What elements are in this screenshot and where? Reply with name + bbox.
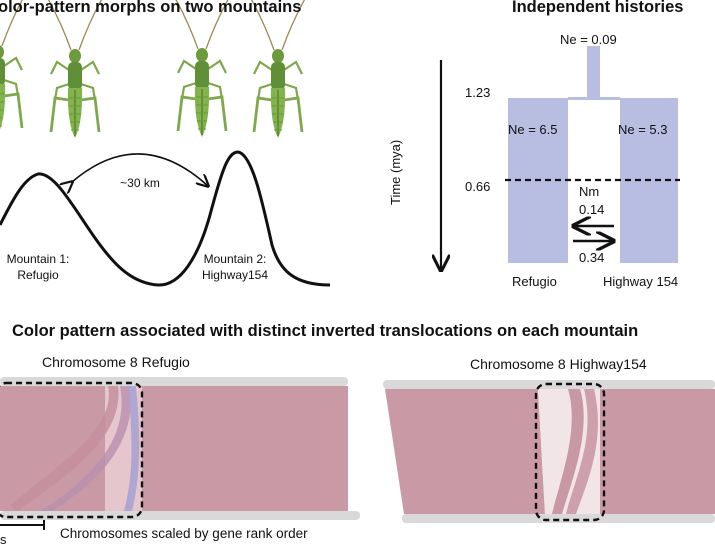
chromosome-top-left: [0, 377, 348, 386]
ne-refugio-label: Ne = 6.5: [508, 122, 558, 137]
inverted-translocation-right-2: [566, 389, 598, 514]
grasshopper-illustration-1: [0, 0, 28, 136]
population-label-refugio: Refugio: [512, 274, 557, 289]
chromosome-label-refugio: Chromosome 8 Refugio: [42, 354, 190, 370]
inverted-translocation-ribbon-2: [40, 386, 132, 511]
chromosome-label-highway154: Chromosome 8 Highway154: [470, 356, 647, 372]
mountain2-label-line2: Highway154: [201, 268, 269, 282]
population-label-highway154: Highway 154: [603, 274, 679, 289]
scale-bar-label-fragment: s: [0, 532, 7, 547]
ne-ancestral-label: Ne = 0.09: [560, 32, 617, 47]
synteny-ribbon-left-main: [142, 386, 348, 511]
time-axis-label: Time (mya): [388, 139, 403, 205]
synteny-ribbon-right-a: [385, 389, 545, 514]
inverted-translocation-right-1: [552, 389, 584, 514]
inverted-translocation-ribbon-3: [124, 386, 140, 511]
grasshopper-illustration-4: [248, 0, 308, 140]
grasshopper-illustration-3: [172, 0, 232, 139]
migration-rate-lower: 0.34: [579, 250, 605, 265]
ancestral-junction: [568, 97, 620, 100]
inversion-highlight-box-right: [534, 382, 606, 522]
ancestral-population-bar: [587, 46, 600, 100]
distance-arrow: [72, 153, 208, 186]
chromosome-bottom-left: [0, 511, 360, 520]
chromosome-bottom-right: [402, 514, 715, 523]
mountain1-label-line2: Refugio: [17, 268, 59, 282]
grasshopper-illustration-2: [45, 0, 105, 140]
distance-label: ~30 km: [120, 176, 160, 190]
panel-c-title: Color pattern associated with distinct i…: [12, 322, 639, 340]
footnote-scaling: Chromosomes scaled by gene rank order: [60, 526, 308, 541]
synteny-ribbon-right-b: [600, 389, 715, 514]
migration-label: Nm: [579, 184, 600, 199]
panel-b-title: Independent histories: [512, 0, 684, 16]
migration-rate-upper: 0.14: [579, 202, 605, 217]
ne-highway154-label: Ne = 5.3: [618, 122, 668, 137]
mountain-profile: [0, 150, 331, 287]
tick-label-0-66: 0.66: [465, 179, 491, 194]
panel-a-title: olor-pattern morphs on two mountains: [0, 0, 302, 16]
scale-bar: [0, 520, 45, 530]
mountain1-label-line1: Mountain 1:: [6, 252, 70, 266]
inversion-highlight-box-left: [0, 381, 144, 519]
tick-label-1-23: 1.23: [465, 85, 491, 100]
inverted-translocation-ribbon-1: [10, 386, 119, 511]
mountain2-label-line1: Mountain 2:: [203, 252, 267, 266]
